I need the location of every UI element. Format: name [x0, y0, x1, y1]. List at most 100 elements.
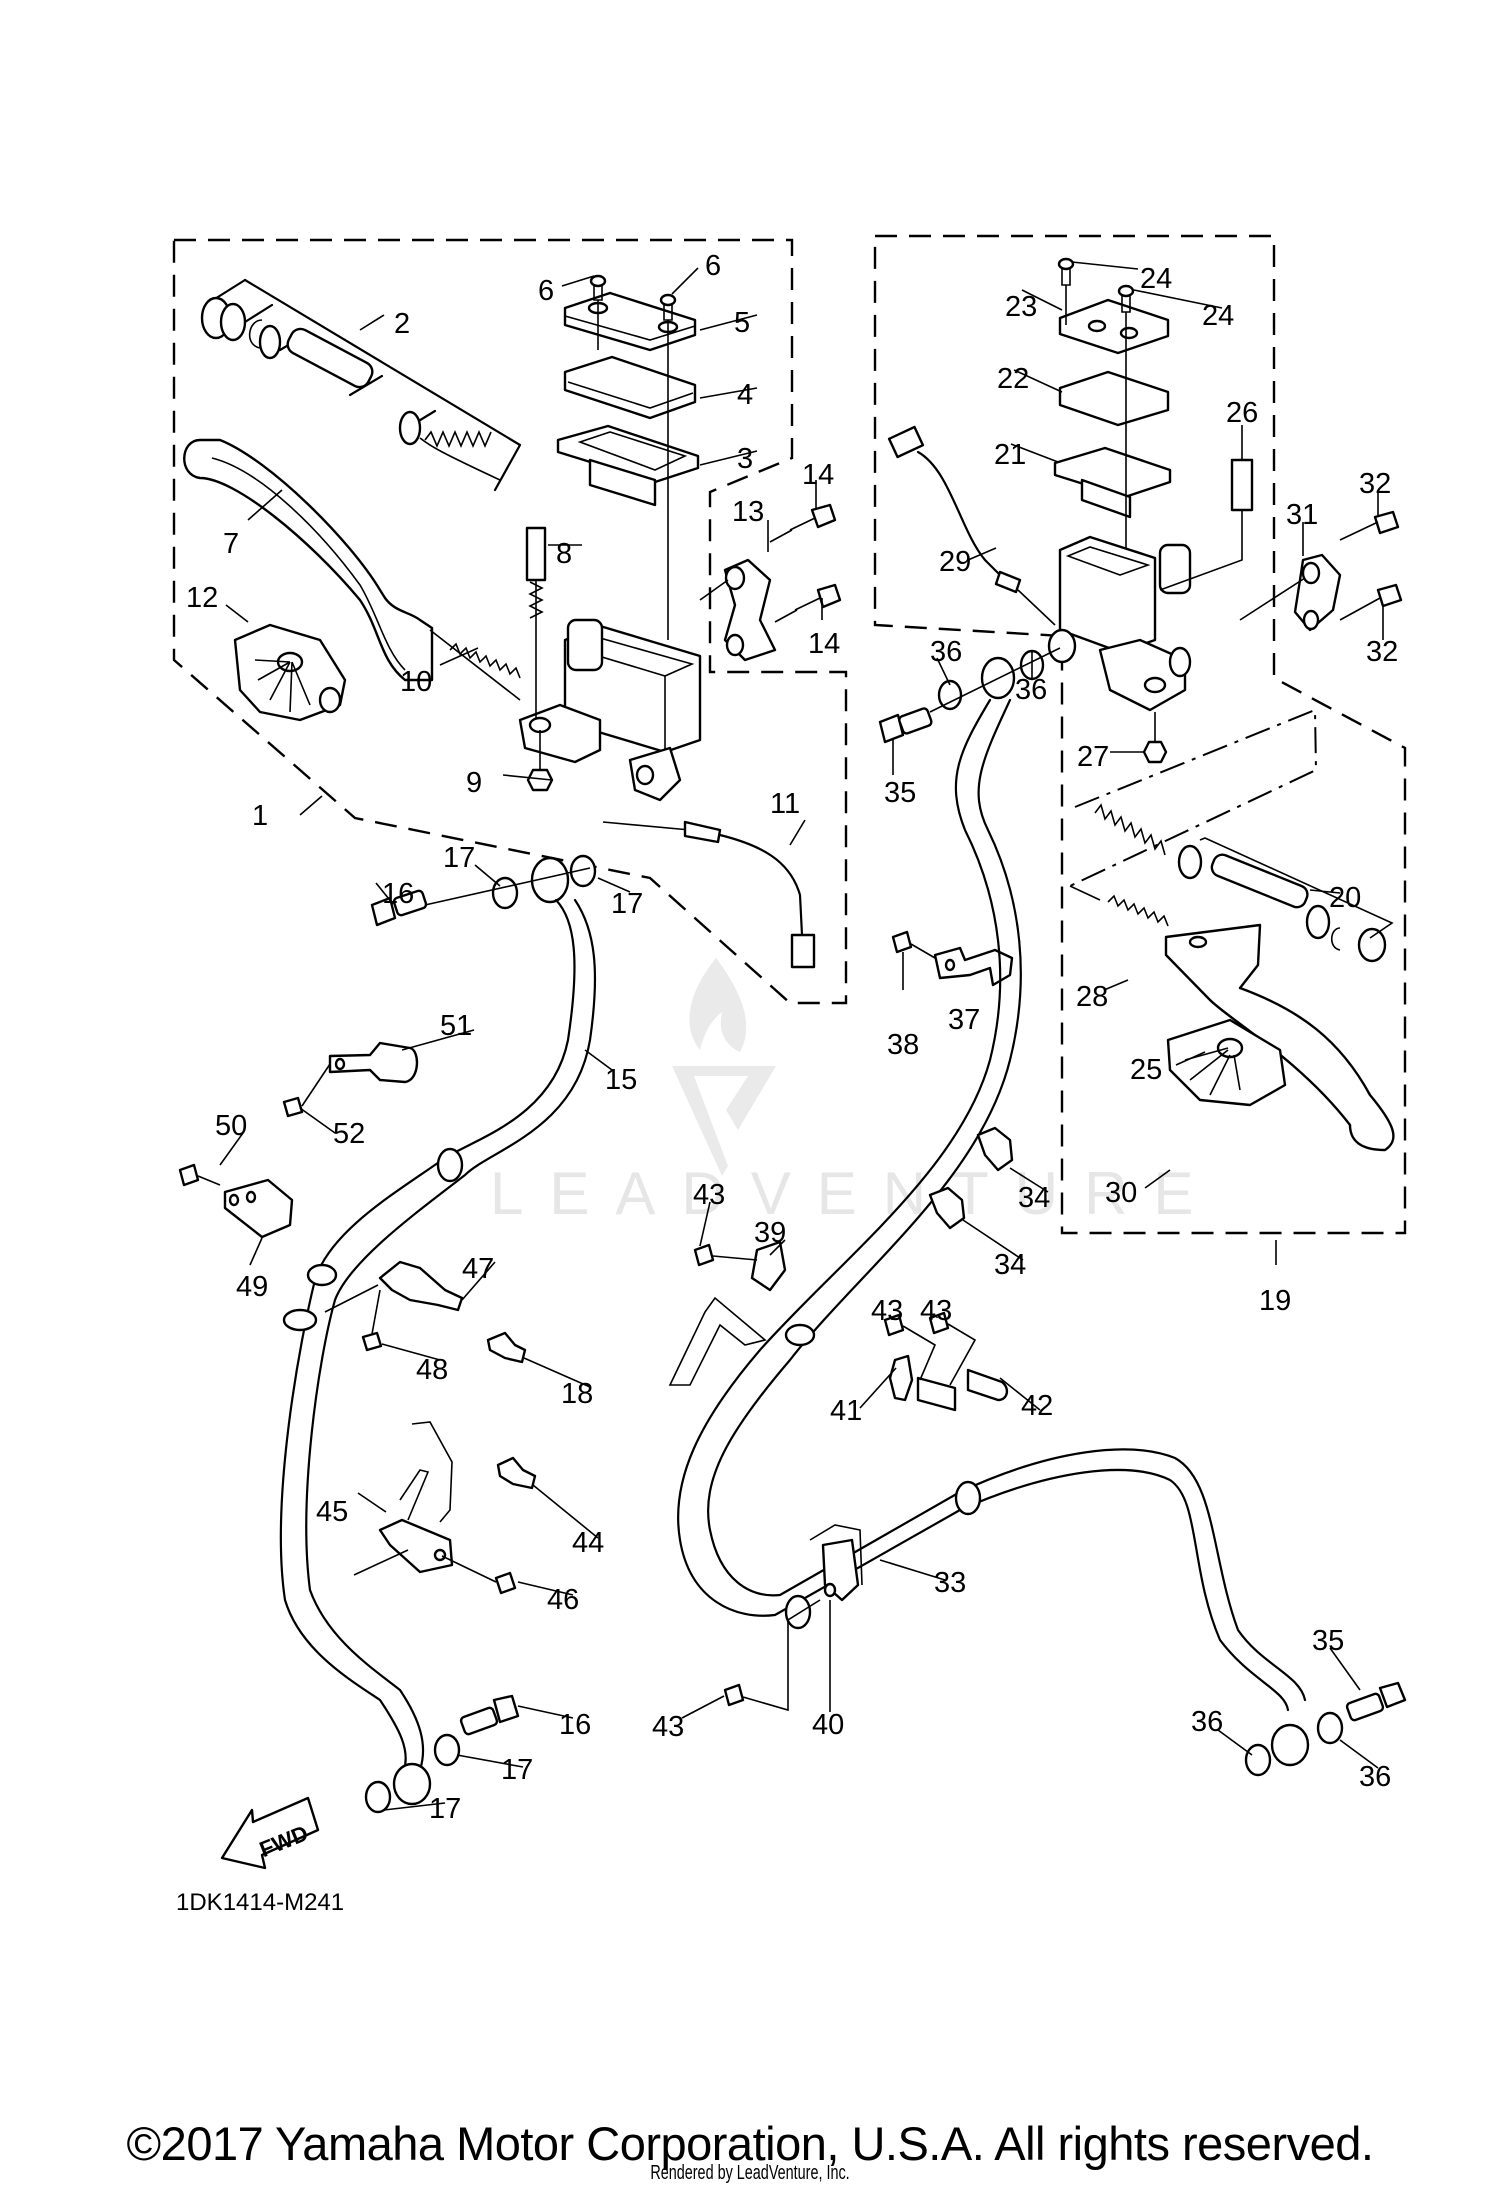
- bolt-8: [525, 526, 547, 718]
- callout-27[interactable]: 27: [1077, 741, 1109, 773]
- callout-4[interactable]: 4: [737, 379, 753, 411]
- callout-17[interactable]: 17: [611, 888, 643, 920]
- callout-32[interactable]: 32: [1366, 636, 1398, 668]
- callout-35[interactable]: 35: [1312, 1625, 1344, 1657]
- clip-34-a: [976, 1126, 1014, 1172]
- diaphragm-holder-3: [556, 424, 700, 507]
- callout-22[interactable]: 22: [997, 363, 1029, 395]
- piston-kit-2: [200, 278, 522, 492]
- clamp-37: [933, 946, 1014, 987]
- callout-17[interactable]: 17: [501, 1754, 533, 1786]
- callout-10[interactable]: 10: [400, 666, 432, 698]
- union-bolt-35-upper: [878, 707, 933, 744]
- callout-30[interactable]: 30: [1105, 1177, 1137, 1209]
- callout-17[interactable]: 17: [443, 842, 475, 874]
- callout-32[interactable]: 32: [1359, 468, 1391, 500]
- callout-36[interactable]: 36: [1359, 1761, 1391, 1793]
- callout-41[interactable]: 41: [830, 1395, 862, 1427]
- callout-1[interactable]: 1: [252, 800, 268, 832]
- bolt-43-d: [723, 1599, 821, 1712]
- callout-43[interactable]: 43: [693, 1179, 725, 1211]
- callout-14[interactable]: 14: [802, 459, 834, 491]
- callout-38[interactable]: 38: [887, 1029, 919, 1061]
- callout-24[interactable]: 24: [1202, 300, 1234, 332]
- callout-28[interactable]: 28: [1076, 981, 1108, 1013]
- bolt-43-b: [883, 1313, 937, 1381]
- watermark-text: LEADVENTURE: [490, 1160, 1219, 1227]
- callout-24[interactable]: 24: [1140, 263, 1172, 295]
- union-bolt-16-upper: [370, 889, 428, 927]
- callout-42[interactable]: 42: [1021, 1390, 1053, 1422]
- watermark-flame-icon: [689, 958, 747, 1052]
- callout-3[interactable]: 3: [737, 443, 753, 475]
- callout-43[interactable]: 43: [920, 1295, 952, 1327]
- callout-36[interactable]: 36: [1191, 1706, 1223, 1738]
- washer-36-upper-a: [937, 679, 963, 711]
- callout-13[interactable]: 13: [732, 496, 764, 528]
- piston-kit-20: [1069, 708, 1394, 963]
- callout-23[interactable]: 23: [1005, 291, 1037, 323]
- callout-36[interactable]: 36: [1015, 674, 1047, 706]
- callout-19[interactable]: 19: [1259, 1285, 1291, 1317]
- callout-labels: 1 2 3 4 5 6 6 7 8 9 10 11 12 13 14 14 15…: [186, 250, 1398, 1825]
- callout-50[interactable]: 50: [215, 1110, 247, 1142]
- callout-26[interactable]: 26: [1226, 397, 1258, 429]
- brake-switch-11: [602, 820, 816, 969]
- union-bolt-35-lower: [1345, 1681, 1407, 1722]
- callout-45[interactable]: 45: [316, 1496, 348, 1528]
- callout-34[interactable]: 34: [994, 1249, 1026, 1281]
- callout-9[interactable]: 9: [466, 767, 482, 799]
- callout-36[interactable]: 36: [930, 636, 962, 668]
- callout-5[interactable]: 5: [734, 307, 750, 339]
- banjo-lower-left: [392, 1762, 432, 1806]
- copyright-notice: ©2017 Yamaha Motor Corporation, U.S.A. A…: [126, 2117, 1374, 2170]
- washer-36-lower-b: [1316, 1711, 1344, 1745]
- lever-adjuster-12: [233, 623, 347, 722]
- bracket-39: [668, 1240, 787, 1386]
- callout-16[interactable]: 16: [559, 1709, 591, 1741]
- callout-48[interactable]: 48: [416, 1354, 448, 1386]
- callout-35[interactable]: 35: [884, 777, 916, 809]
- callout-6[interactable]: 6: [538, 275, 554, 307]
- callout-2[interactable]: 2: [394, 308, 410, 340]
- forward-direction-arrow: FWD: [220, 1796, 320, 1870]
- callout-39[interactable]: 39: [754, 1217, 786, 1249]
- callout-12[interactable]: 12: [186, 582, 218, 614]
- callout-37[interactable]: 37: [948, 1004, 980, 1036]
- callout-40[interactable]: 40: [812, 1709, 844, 1741]
- callout-16[interactable]: 16: [382, 878, 414, 910]
- callout-11[interactable]: 11: [770, 788, 800, 820]
- callout-20[interactable]: 20: [1329, 882, 1361, 914]
- callout-34[interactable]: 34: [1018, 1182, 1050, 1214]
- callout-31[interactable]: 31: [1286, 499, 1318, 531]
- callout-33[interactable]: 33: [934, 1567, 966, 1599]
- bolt-43-a: [693, 1243, 758, 1267]
- washer-17-lower-b: [364, 1780, 392, 1814]
- bracket-40: [809, 1524, 863, 1602]
- brake-lever-7: [183, 438, 434, 682]
- callout-21[interactable]: 21: [994, 439, 1026, 471]
- callout-43[interactable]: 43: [871, 1295, 903, 1327]
- plate-42: [966, 1368, 1009, 1402]
- master-cylinder-body: [518, 618, 702, 802]
- bolt-50: [178, 1163, 221, 1187]
- callout-18[interactable]: 18: [561, 1378, 593, 1410]
- callout-49[interactable]: 49: [236, 1271, 268, 1303]
- spring-28: [1107, 894, 1169, 927]
- callout-43[interactable]: 43: [652, 1711, 684, 1743]
- callout-52[interactable]: 52: [333, 1118, 365, 1150]
- callout-17[interactable]: 17: [429, 1793, 461, 1825]
- callout-14[interactable]: 14: [808, 628, 840, 660]
- callout-6[interactable]: 6: [705, 250, 721, 282]
- callout-47[interactable]: 47: [462, 1253, 494, 1285]
- callout-46[interactable]: 46: [547, 1584, 579, 1616]
- callout-25[interactable]: 25: [1130, 1054, 1162, 1086]
- brake-hose-33: [677, 698, 1290, 1712]
- callout-44[interactable]: 44: [572, 1527, 604, 1559]
- callout-51[interactable]: 51: [440, 1010, 472, 1042]
- callout-15[interactable]: 15: [605, 1064, 637, 1096]
- callout-29[interactable]: 29: [939, 546, 971, 578]
- callout-7[interactable]: 7: [223, 528, 239, 560]
- bolt-48: [361, 1289, 383, 1352]
- callout-8[interactable]: 8: [556, 538, 572, 570]
